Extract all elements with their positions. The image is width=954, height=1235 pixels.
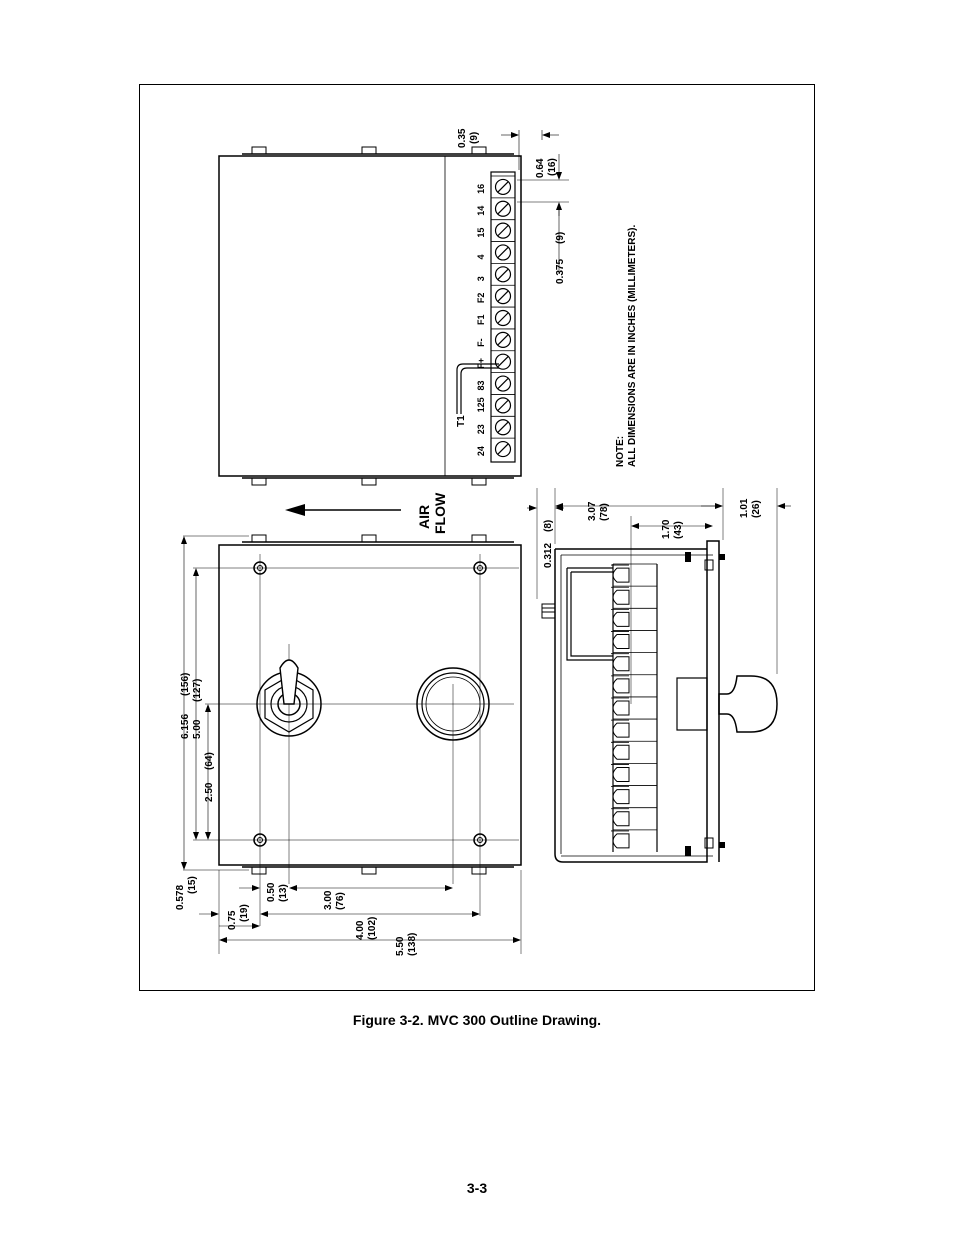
terminal-label: 125 xyxy=(476,397,486,412)
dim-bottom-offset-in: 0.578 xyxy=(175,885,186,910)
dim-top-offset-in: 0.64 xyxy=(535,158,546,178)
dim-overall-width-mm: (138) xyxy=(407,933,418,956)
side-terminal xyxy=(611,563,657,583)
knob xyxy=(416,667,490,741)
side-terminal xyxy=(611,718,657,738)
terminal-screw xyxy=(491,372,515,392)
terminal-label: 14 xyxy=(476,206,486,216)
dim-switch-height-in: 2.50 xyxy=(204,782,215,802)
dim-switch-height-mm: (64) xyxy=(204,752,215,770)
dim-top-offset-mm: (16) xyxy=(547,158,558,176)
terminal-screw xyxy=(491,415,515,436)
side-terminal xyxy=(611,674,657,694)
side-terminal xyxy=(611,829,657,849)
terminal-label: F+ xyxy=(476,358,486,369)
terminal-screw xyxy=(491,284,515,305)
dim-hole-offset-mm: (13) xyxy=(278,884,289,902)
terminal-label: 3 xyxy=(476,276,486,281)
dim-left-offset-mm: (19) xyxy=(239,904,250,922)
dim-top-pitch-in: 0.35 xyxy=(457,128,468,148)
dim-switch-spacing-mm: (76) xyxy=(335,892,346,910)
dim-hole-spacing-mm: (102) xyxy=(367,917,378,940)
dim-side-depth-in: 3.07 xyxy=(587,501,598,521)
dim-bottom-offset-mm: (15) xyxy=(187,876,198,894)
terminal-label: F1 xyxy=(476,314,486,325)
side-terminal xyxy=(611,696,657,716)
dim-side-stud-in: 0.312 xyxy=(543,543,554,568)
dim-hole-offset-in: 0.50 xyxy=(266,882,277,902)
side-terminals xyxy=(611,563,657,849)
dim-overall-width-in: 5.50 xyxy=(395,936,406,956)
dim-side-stud-mm: (8) xyxy=(543,520,554,532)
terminal-screws xyxy=(491,175,515,458)
airflow-line2: FLOW xyxy=(432,492,448,534)
side-terminal xyxy=(611,585,657,605)
terminal-label: F- xyxy=(476,338,486,347)
side-terminal xyxy=(611,607,657,627)
dim-side-inner-mm: (43) xyxy=(673,521,684,539)
terminal-label: F2 xyxy=(476,293,486,304)
terminal-screw xyxy=(491,219,515,239)
side-terminal xyxy=(611,762,657,782)
terminal-screw xyxy=(491,175,515,196)
figure-caption: Figure 3-2. MVC 300 Outline Drawing. xyxy=(352,1012,602,1028)
dim-hole-height-mm: (127) xyxy=(192,679,203,702)
toggle-switch xyxy=(256,659,322,737)
terminal-screw xyxy=(491,394,515,414)
terminal-label: 15 xyxy=(476,228,486,238)
side-terminal xyxy=(611,740,657,760)
terminal-label: 16 xyxy=(476,184,486,194)
front-view: 6.156 (156) 5.00 (127) 2.50 (64) 0.578 (… xyxy=(175,534,522,956)
side-terminal xyxy=(611,652,657,672)
terminal-screw xyxy=(491,306,515,327)
dim-hole-spacing-in: 4.00 xyxy=(355,920,366,940)
terminal-labels: 24 23 125 83 F+ F- F1 F2 3 4 15 14 16 xyxy=(476,184,486,456)
dim-side-inner-in: 1.70 xyxy=(661,519,672,539)
note-text: ALL DIMENSIONS ARE IN INCHES (MILLIMETER… xyxy=(627,225,638,467)
terminal-screw xyxy=(491,197,515,217)
dim-overall-height-in: 6.156 xyxy=(180,714,191,739)
dim-side-depth-mm: (78) xyxy=(599,503,610,521)
terminal-screw xyxy=(491,241,515,261)
side-view: 0.312 (8) 3.07 (78) 1.70 (43) 1.01 (26) xyxy=(527,488,791,863)
terminal-label: 4 xyxy=(476,254,486,259)
dim-terminal-spacing-mm: (9) xyxy=(555,232,566,244)
side-terminal xyxy=(611,785,657,805)
dim-knob-depth-in: 1.01 xyxy=(739,498,750,518)
airflow-indicator: AIR FLOW xyxy=(285,492,448,534)
dim-hole-height-in: 5.00 xyxy=(192,719,203,739)
note-heading: NOTE: xyxy=(615,436,626,467)
drawing-frame: 24 23 125 83 F+ F- F1 F2 3 4 15 14 16 T1 0.35 (9) 0.… xyxy=(139,84,815,991)
dim-top-pitch-mm: (9) xyxy=(469,132,480,144)
terminal-label: 24 xyxy=(476,446,486,456)
terminal-screw xyxy=(491,350,515,370)
terminal-screw xyxy=(491,262,515,283)
dim-terminal-spacing-in: 0.375 xyxy=(555,259,566,284)
terminal-screw xyxy=(491,437,515,458)
terminal-label: 83 xyxy=(476,381,486,391)
terminal-label: 23 xyxy=(476,424,486,434)
terminal-screw xyxy=(491,328,515,348)
t1-label: T1 xyxy=(456,415,467,427)
side-terminal xyxy=(611,630,657,650)
dim-overall-height-mm: (156) xyxy=(180,673,191,696)
page-number: 3-3 xyxy=(466,1180,488,1196)
side-terminal xyxy=(611,807,657,827)
top-view: 24 23 125 83 F+ F- F1 F2 3 4 15 14 16 T1 0.35 (9) 0.… xyxy=(218,128,638,486)
airflow-line1: AIR xyxy=(416,505,432,529)
dim-knob-depth-mm: (26) xyxy=(751,500,762,518)
dim-left-offset-in: 0.75 xyxy=(227,910,238,930)
outline-drawing: 24 23 125 83 F+ F- F1 F2 3 4 15 14 16 T1 0.35 (9) 0.… xyxy=(139,84,815,991)
dim-switch-spacing-in: 3.00 xyxy=(323,890,334,910)
